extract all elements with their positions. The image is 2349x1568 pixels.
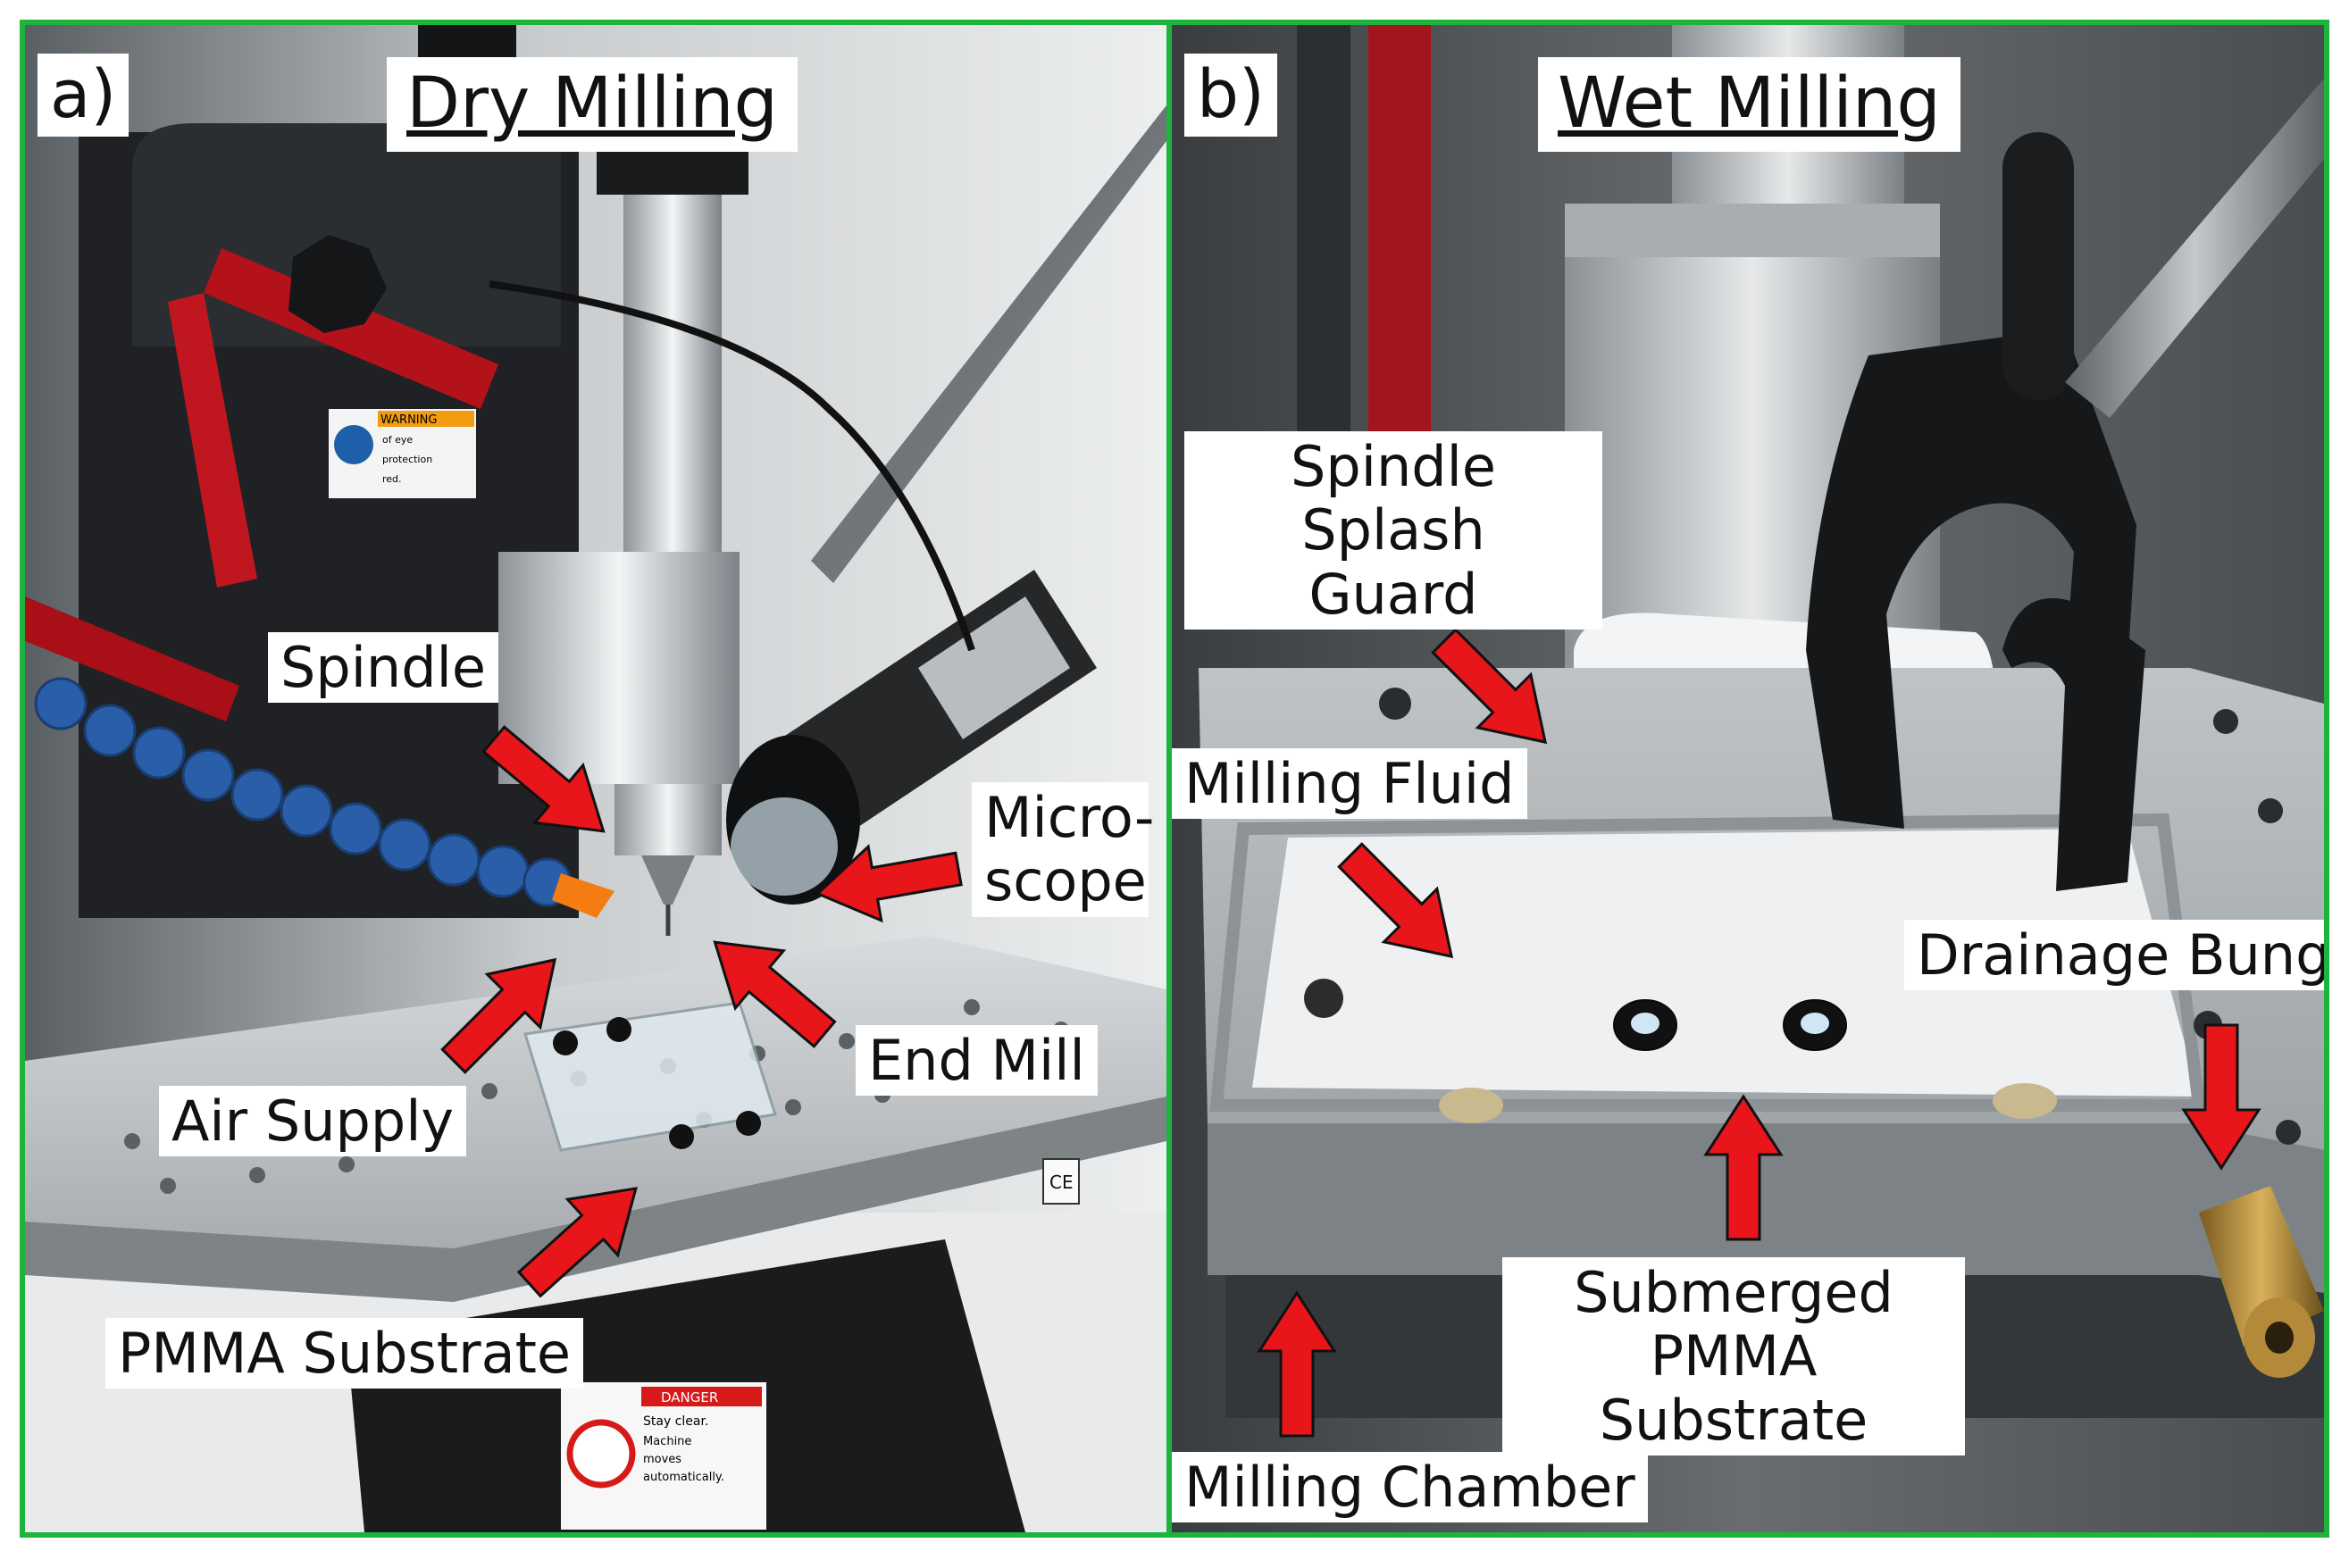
panel-dry-milling: WARNING of eye protection red. xyxy=(20,20,1172,1538)
danger-sticker-header: DANGER xyxy=(661,1389,718,1405)
label-milling-chamber: Milling Chamber xyxy=(1172,1452,1648,1523)
label-end-mill: End Mill xyxy=(856,1025,1098,1097)
label-milling-fluid: Milling Fluid xyxy=(1172,748,1527,820)
label-microscope-line-1: Micro- xyxy=(984,785,1155,850)
arrow-submerged-substrate xyxy=(1703,1094,1784,1241)
arrow-microscope xyxy=(815,844,963,923)
arrow-pmma-substrate xyxy=(516,1187,638,1298)
ce-mark: CE xyxy=(1049,1172,1074,1193)
dry-milling-photo: WARNING of eye protection red. xyxy=(25,25,1166,1532)
label-air-supply: Air Supply xyxy=(159,1086,467,1157)
danger-sticker-line-4: automatically. xyxy=(643,1471,724,1484)
arrow-air-supply xyxy=(440,957,557,1074)
label-splash-guard-line-2: Guard xyxy=(1308,561,1478,627)
label-pmma-substrate: PMMA Substrate xyxy=(105,1318,584,1389)
label-spindle-splash-guard: Spindle Splash Guard xyxy=(1184,431,1602,630)
arrow-drainage-bung xyxy=(2181,1023,2261,1171)
panel-wet-milling: b) Wet Milling Spindle Splash Guard Mill… xyxy=(1166,20,2329,1538)
arrow-milling-chamber xyxy=(1257,1290,1337,1438)
warning-sticker-header: WARNING xyxy=(380,413,437,427)
arrow-splash-guard xyxy=(1431,628,1548,745)
danger-sticker-line-2: Machine xyxy=(643,1435,691,1448)
label-splash-guard-line-1: Spindle Splash xyxy=(1291,434,1496,563)
warning-sticker-line-2: protection xyxy=(382,454,432,465)
panel-title: Wet Milling xyxy=(1538,57,1960,152)
label-spindle: Spindle xyxy=(268,632,498,704)
label-submerged-pmma-substrate: Submerged PMMA Substrate xyxy=(1502,1257,1965,1455)
label-microscope: Micro- scope xyxy=(972,782,1155,917)
arrow-spindle xyxy=(481,725,606,833)
panel-letter: b) xyxy=(1184,54,1277,138)
label-submerged-line-1: Submerged xyxy=(1574,1260,1893,1325)
danger-sticker-line-3: moves xyxy=(643,1453,681,1466)
panel-letter: a) xyxy=(38,54,130,138)
panel-title: Dry Milling xyxy=(387,57,798,152)
arrow-end-mill xyxy=(713,940,837,1048)
label-microscope-line-2: scope xyxy=(984,848,1147,914)
label-submerged-line-2: PMMA Substrate xyxy=(1599,1323,1868,1453)
danger-sticker-line-1: Stay clear. xyxy=(643,1414,708,1429)
arrow-milling-fluid xyxy=(1337,842,1454,959)
warning-sticker-line-3: red. xyxy=(382,473,402,485)
warning-sticker-line-1: of eye xyxy=(382,434,413,446)
label-drainage-bung: Drainage Bung xyxy=(1904,920,2324,991)
